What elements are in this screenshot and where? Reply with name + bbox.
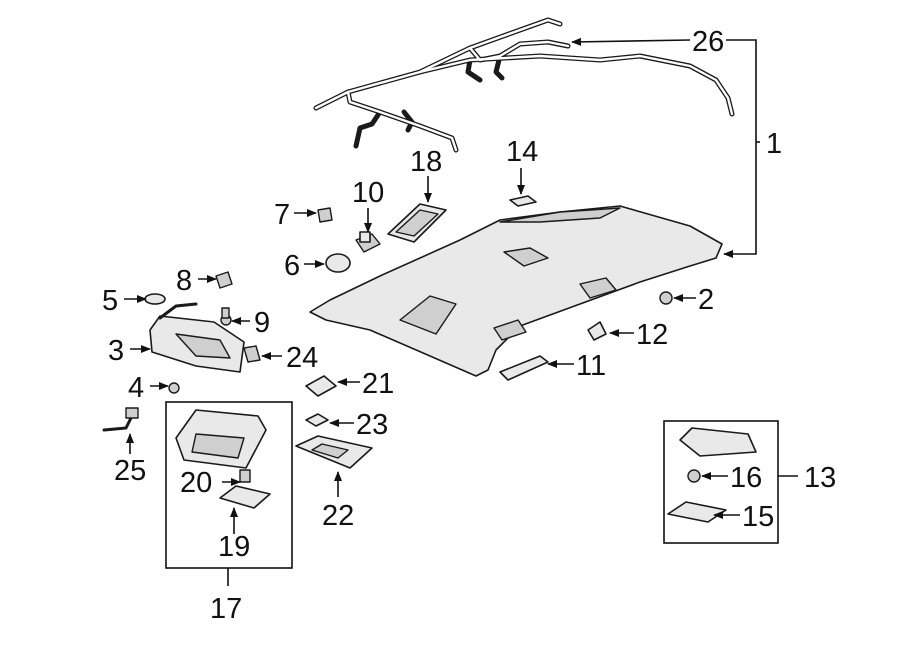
part-21-pad	[305, 375, 337, 397]
part-22-console	[295, 435, 373, 469]
callout-20: 20	[180, 467, 212, 499]
headliner	[309, 205, 723, 377]
callout-4: 4	[128, 372, 144, 404]
callout-17: 17	[210, 593, 242, 625]
part-9-screw	[220, 307, 232, 326]
part-4-screw	[168, 382, 180, 394]
callout-26: 26	[692, 26, 724, 58]
part-23-pad	[305, 413, 329, 427]
callout-24: 24	[286, 342, 318, 374]
callout-15: 15	[742, 501, 774, 533]
part-14-pad	[509, 195, 537, 207]
callout-14: 14	[506, 136, 538, 168]
callout-10: 10	[352, 177, 384, 209]
callout-16: 16	[730, 462, 762, 494]
callout-9: 9	[254, 307, 270, 339]
callout-18: 18	[410, 146, 442, 178]
callout-19: 19	[218, 531, 250, 563]
part-5-washer	[144, 293, 166, 305]
wiring-harness	[313, 17, 735, 153]
part-6-cap	[325, 253, 351, 273]
part-10-bracket	[355, 231, 381, 253]
part-18-lamp-lens	[387, 203, 447, 243]
part-12-pad	[587, 321, 607, 341]
callout-12: 12	[636, 319, 668, 351]
part-2-clip	[659, 291, 673, 305]
part-11-handle	[499, 355, 549, 381]
callout-1: 1	[766, 128, 782, 160]
assembly-box-13	[663, 420, 779, 544]
callout-2: 2	[698, 284, 714, 316]
part-25-harness	[102, 407, 139, 432]
part-3-sunvisor	[149, 302, 245, 373]
part-8-clip	[215, 271, 233, 289]
callout-7: 7	[274, 199, 290, 231]
callout-13: 13	[804, 462, 836, 494]
callout-22: 22	[322, 500, 354, 532]
callout-23: 23	[356, 409, 388, 441]
part-7-clip	[317, 207, 333, 223]
callout-labels: 26 1 14 18 10 7 6 8 5 9 3 24 4 21 23 25 …	[102, 26, 836, 625]
callout-25: 25	[114, 455, 146, 487]
callout-3: 3	[108, 335, 124, 367]
callout-11: 11	[576, 350, 606, 382]
part-24-clip	[243, 345, 261, 363]
assembly-box-17	[165, 401, 293, 569]
callout-21: 21	[362, 368, 394, 400]
callout-6: 6	[284, 250, 300, 282]
callout-8: 8	[176, 265, 192, 297]
callout-5: 5	[102, 285, 118, 317]
leader-lines	[124, 37, 798, 586]
